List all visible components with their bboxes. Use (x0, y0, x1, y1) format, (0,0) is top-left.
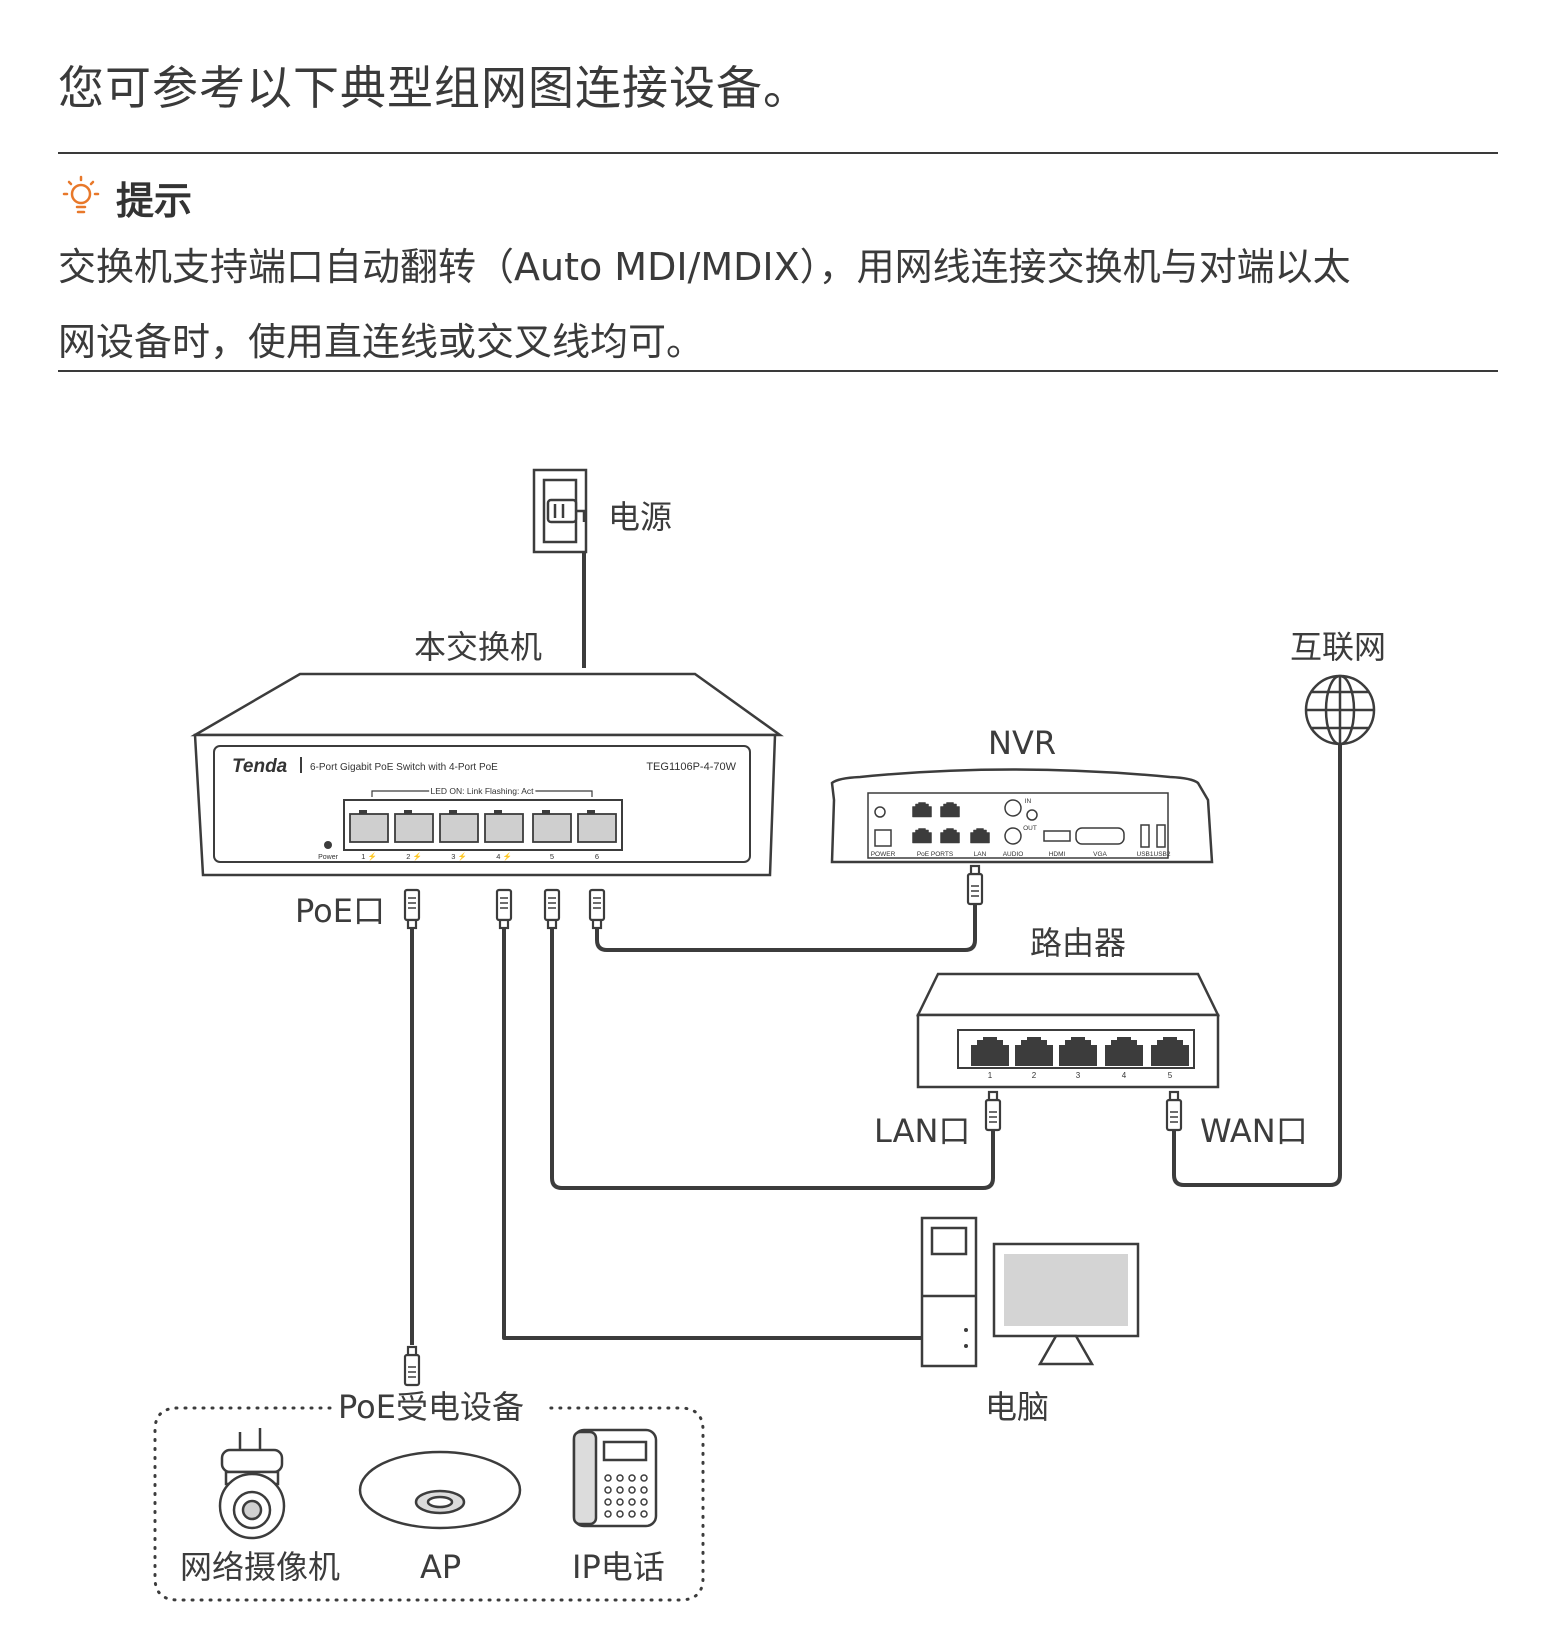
poe-group-border (153, 1406, 705, 1602)
pc-tower-icon (920, 1216, 978, 1368)
nvr-ports (874, 799, 1166, 848)
nvr-in-label: IN (1025, 798, 1032, 805)
cable-router-lan (550, 912, 995, 1190)
lightbulb-icon (62, 175, 100, 214)
tip-line-2: 网设备时，使用直连线或交叉线均可。 (58, 320, 705, 364)
tip-title: 提示 (116, 178, 193, 223)
nvr-vga-label: VGA (1093, 851, 1107, 858)
label-power: 电源 (608, 498, 672, 536)
label-wan-port: WAN口 (1200, 1112, 1308, 1150)
switch-port-numbers: 1 ⚡ 2 ⚡ 3 ⚡ 4 ⚡ 5 6 (361, 852, 599, 861)
switch-port-label: 3 ⚡ (451, 852, 467, 861)
nvr-power-label: POWER (871, 851, 896, 858)
switch-brand: Tenda (232, 756, 288, 777)
monitor-icon (992, 1242, 1140, 1366)
nvr-labels: POWER PoE PORTS LAN AUDIO IN OUT HDMI VG… (871, 798, 1171, 858)
switch-port-label: 1 ⚡ (361, 852, 377, 861)
cable-pc (502, 912, 922, 1340)
nvr-device (830, 768, 1214, 864)
label-router: 路由器 (1030, 924, 1126, 962)
nvr-usb2-label: USB2 (1154, 851, 1171, 858)
nvr-out-label: OUT (1023, 825, 1037, 832)
top-divider (58, 152, 1498, 154)
router-port-label: 2 (1032, 1071, 1037, 1080)
label-poe-port: PoE口 (295, 892, 385, 930)
switch-port-label: 6 (595, 852, 599, 861)
switch-port-label: 5 (550, 852, 554, 861)
label-switch: 本交换机 (414, 628, 542, 666)
switch-port-label: 2 ⚡ (406, 852, 422, 861)
cable-nvr (595, 904, 977, 952)
label-lan-port: LAN口 (874, 1112, 970, 1150)
router-port-label: 4 (1122, 1071, 1127, 1080)
label-nvr: NVR (988, 724, 1056, 762)
router-port-label: 1 (988, 1071, 993, 1080)
nvr-poe-label: PoE PORTS (917, 851, 954, 858)
tip-line-1: 交换机支持端口自动翻转（Auto MDI/MDIX），用网线连接交换机与对端以太 (58, 245, 1351, 289)
label-poe-group: PoE受电设备 (338, 1388, 524, 1426)
nvr-lan-label: LAN (974, 851, 987, 858)
bottom-divider (58, 370, 1498, 372)
router-port-label: 5 (1168, 1071, 1173, 1080)
nvr-hdmi-label: HDMI (1049, 851, 1066, 858)
tip-header: 提示 (58, 172, 193, 223)
switch-power-label: Power (318, 854, 339, 861)
router-port-label: 3 (1076, 1071, 1081, 1080)
label-pc: 电脑 (985, 1388, 1049, 1426)
label-camera: 网络摄像机 (180, 1548, 340, 1586)
nvr-audio-label: AUDIO (1003, 851, 1024, 858)
router-device (915, 972, 1221, 1089)
label-internet: 互联网 (1290, 628, 1386, 666)
router-port-numbers: 1 2 3 4 5 (988, 1071, 1173, 1080)
globe-icon (1304, 674, 1376, 746)
power-outlet-icon (532, 468, 588, 554)
switch-model: TEG1106P-4-70W (646, 761, 736, 773)
cable-lines (410, 522, 1342, 1345)
camera-icon (218, 1428, 286, 1540)
intro-text: 您可参考以下典型组网图连接设备。 (58, 61, 810, 115)
ap-icon (358, 1450, 522, 1530)
tip-body: 交换机支持端口自动翻转（Auto MDI/MDIX），用网线连接交换机与对端以太… (58, 230, 1503, 380)
ip-phone-icon (572, 1428, 658, 1528)
label-ip-phone: IP电话 (572, 1548, 665, 1586)
label-ap: AP (420, 1548, 461, 1586)
cable-router-wan (1172, 744, 1342, 1187)
switch-description: 6-Port Gigabit PoE Switch with 4-Port Po… (310, 762, 498, 773)
switch-port-label: 4 ⚡ (496, 852, 512, 861)
switch-led-note: LED ON: Link Flashing: Act (431, 786, 535, 796)
nvr-usb1-label: USB1 (1137, 851, 1154, 858)
switch-device (190, 672, 784, 877)
